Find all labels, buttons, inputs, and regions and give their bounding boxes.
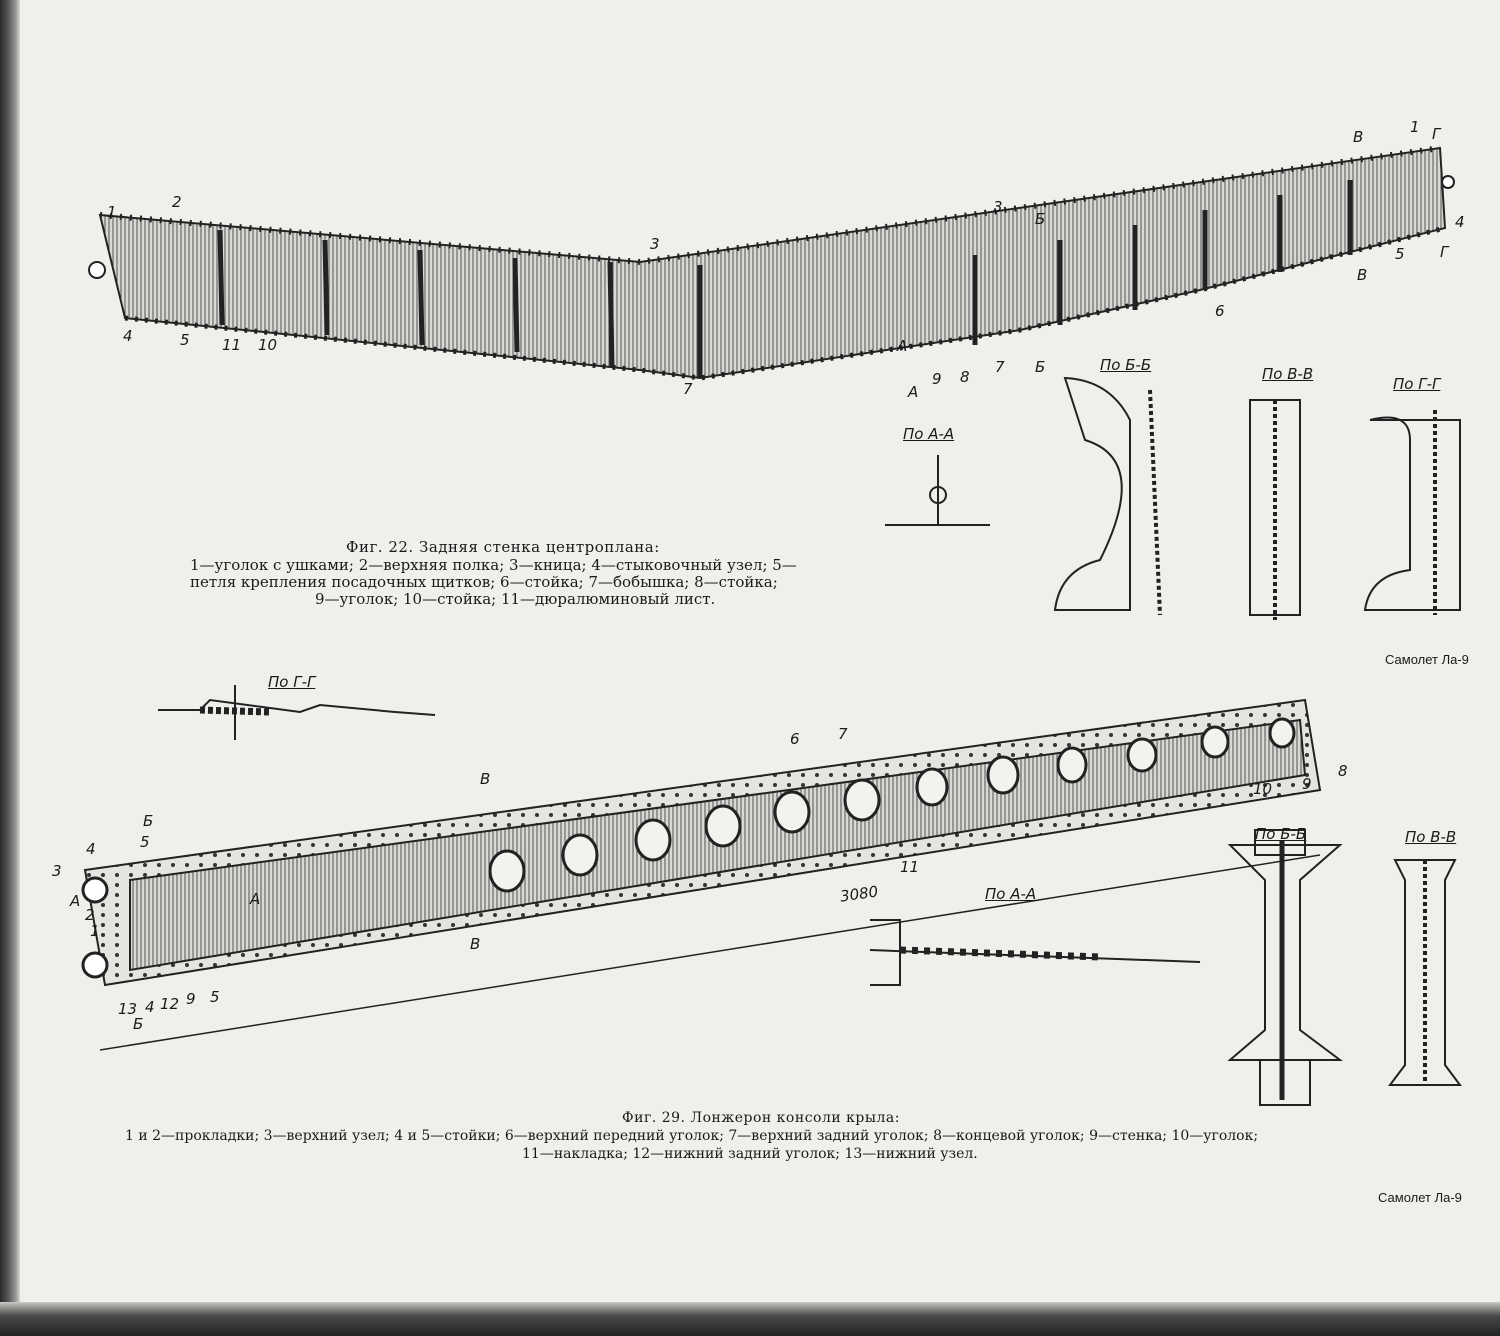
callout-section-v: В — [1357, 266, 1368, 284]
callout-4: 4 — [1455, 213, 1465, 231]
callout-3: 3 — [52, 862, 62, 880]
callout-1: 1 — [107, 203, 117, 221]
callout-8: 8 — [960, 368, 970, 386]
section-label-g-g: По Г-Г — [268, 673, 316, 691]
section-label-b-b: По Б-Б — [1100, 356, 1152, 374]
callout-4: 4 — [123, 327, 133, 345]
fig29-legend-line: 1 и 2—прокладки; 3—верхний узел; 4 и 5—с… — [125, 1128, 1259, 1144]
fig22-title: Фиг. 22. Задняя стенка центроплана: — [346, 538, 660, 556]
fig29-title: Фиг. 29. Лонжерон консоли крыла: — [622, 1110, 900, 1126]
callout-section-b: Б — [133, 1015, 144, 1033]
callout-section-a: А — [70, 892, 81, 910]
callout-7: 7 — [683, 380, 693, 398]
callout-10: 10 — [258, 336, 278, 354]
fig22-rear-wall-drawing — [88, 145, 1455, 381]
fig22-sections — [885, 376, 1461, 620]
callout-5: 5 — [210, 988, 220, 1006]
callout-section-a: А — [250, 890, 261, 908]
callout-section-g: Г — [1440, 243, 1449, 261]
page-bottom-edge-shadow — [0, 1302, 1500, 1336]
callout-9: 9 — [932, 370, 942, 388]
callout-section-b: Б — [143, 812, 154, 830]
callout-3: 3 — [993, 198, 1003, 216]
callout-section-v: В — [470, 935, 481, 953]
fig29-sections — [158, 685, 1462, 1106]
callout-5: 5 — [1395, 245, 1405, 263]
callout-9: 9 — [186, 990, 196, 1008]
callout-3: 3 — [650, 235, 660, 253]
callout-section-v: В — [1353, 128, 1364, 146]
book-binding-shadow — [0, 0, 20, 1336]
callout-section-a: А — [897, 337, 908, 355]
callout-8: 8 — [1338, 762, 1348, 780]
callout-section-v: В — [480, 770, 491, 788]
callout-13: 13 — [118, 1000, 138, 1018]
fig29-spar-drawing — [81, 698, 1322, 1051]
callout-6: 6 — [1215, 302, 1225, 320]
fig29-footer: Самолет Ла-9 — [1378, 1190, 1462, 1205]
fig22-footer: Самолет Ла-9 — [1385, 652, 1469, 667]
section-label-v-v: По В-В — [1405, 828, 1457, 846]
callout-5: 5 — [140, 833, 150, 851]
callout-1: 1 — [1410, 118, 1420, 136]
callout-6: 6 — [790, 730, 800, 748]
callout-5: 5 — [180, 331, 190, 349]
section-label-a-a: По А-А — [985, 885, 1037, 903]
callout-7: 7 — [838, 725, 848, 743]
callout-4: 4 — [86, 840, 96, 858]
callout-section-a: А — [908, 383, 919, 401]
callout-10: 10 — [1253, 780, 1273, 798]
fig22-legend-line: 9—уголок; 10—стойка; 11—дюралюминовый ли… — [315, 590, 716, 608]
callout-11: 11 — [900, 858, 920, 876]
callout-section-b: Б — [1035, 210, 1046, 228]
fig22-legend-line: 1—уголок с ушками; 2—верхняя полка; 3—кн… — [190, 556, 797, 574]
callout-2: 2 — [85, 906, 95, 924]
callout-2: 2 — [172, 193, 182, 211]
callout-4: 4 — [145, 998, 155, 1016]
callout-1: 1 — [90, 922, 100, 940]
callout-9: 9 — [1302, 775, 1312, 793]
fig29-legend-line: 11—накладка; 12—нижний задний уголок; 13… — [522, 1146, 978, 1162]
callout-section-b: Б — [1035, 358, 1046, 376]
fig22-legend-line: петля крепления посадочных щитков; 6—сто… — [190, 573, 778, 591]
callout-section-g: Г — [1432, 125, 1441, 143]
section-label-v-v: По В-В — [1262, 365, 1314, 383]
section-label-a-a: По А-А — [903, 425, 955, 443]
callout-12: 12 — [160, 995, 180, 1013]
callout-11: 11 — [222, 336, 242, 354]
section-label-g-g: По Г-Г — [1393, 375, 1441, 393]
callout-7: 7 — [995, 358, 1005, 376]
section-label-b-b: По Б-Б — [1255, 825, 1307, 843]
